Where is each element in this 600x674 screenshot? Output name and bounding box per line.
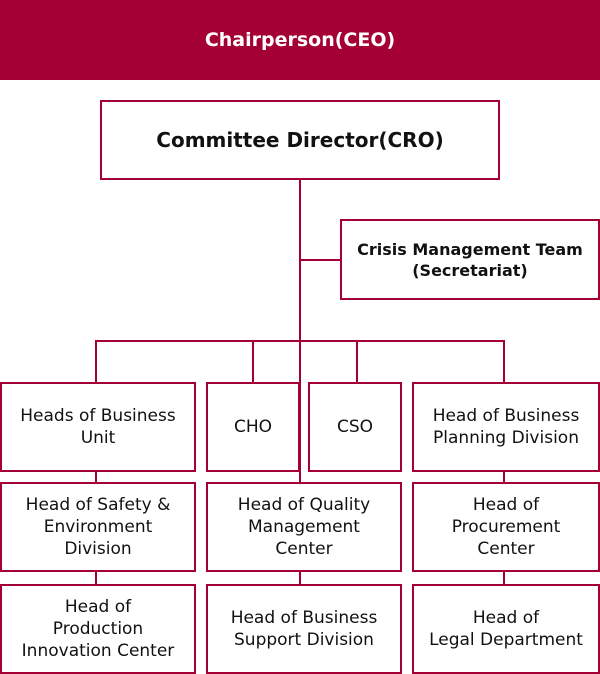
connector-line	[95, 570, 97, 586]
connector-line	[252, 340, 254, 384]
crisis-management-team-label: Crisis Management Team (Secretariat)	[357, 239, 583, 280]
committee-director-label: Committee Director(CRO)	[156, 128, 444, 152]
connector-line	[95, 340, 505, 342]
head-of-procurement-box: Head of Procurement Center	[412, 482, 600, 572]
head-of-quality-management-box: Head of Quality Management Center	[206, 482, 402, 572]
head-of-business-planning-box: Head of Business Planning Division	[412, 382, 600, 472]
head-of-legal-department-box: Head of Legal Department	[412, 584, 600, 674]
head-of-production-innovation-box: Head of Production Innovation Center	[0, 584, 196, 674]
connector-line	[503, 470, 505, 484]
cso-label: CSO	[336, 417, 374, 437]
head-of-business-planning-label: Head of Business Planning Division	[432, 406, 580, 448]
connector-line	[95, 470, 97, 484]
heads-of-business-unit-box: Heads of Business Unit	[0, 382, 196, 472]
cho-box: CHO	[206, 382, 300, 472]
head-of-procurement-label: Head of Procurement Center	[451, 495, 561, 559]
connector-line	[95, 340, 97, 384]
connector-line	[503, 340, 505, 384]
head-of-safety-environment-label: Head of Safety & Environment Division	[25, 495, 171, 559]
chairperson-banner: Chairperson(CEO)	[0, 0, 600, 80]
head-of-production-innovation-label: Head of Production Innovation Center	[21, 597, 175, 661]
connector-line	[299, 178, 301, 582]
crisis-management-team-box: Crisis Management Team (Secretariat)	[340, 219, 600, 300]
connector-line	[299, 570, 301, 586]
connector-line	[356, 340, 358, 384]
head-of-legal-department-label: Head of Legal Department	[429, 608, 583, 650]
head-of-safety-environment-box: Head of Safety & Environment Division	[0, 482, 196, 572]
head-of-quality-management-label: Head of Quality Management Center	[237, 495, 371, 559]
head-of-business-support-label: Head of Business Support Division	[230, 608, 378, 650]
connector-line	[503, 570, 505, 586]
head-of-business-support-box: Head of Business Support Division	[206, 584, 402, 674]
cho-label: CHO	[233, 417, 273, 437]
cso-box: CSO	[308, 382, 402, 472]
connector-line	[300, 259, 342, 261]
heads-of-business-unit-label: Heads of Business Unit	[20, 406, 176, 448]
committee-director-box: Committee Director(CRO)	[100, 100, 500, 180]
chairperson-title: Chairperson(CEO)	[204, 29, 396, 51]
